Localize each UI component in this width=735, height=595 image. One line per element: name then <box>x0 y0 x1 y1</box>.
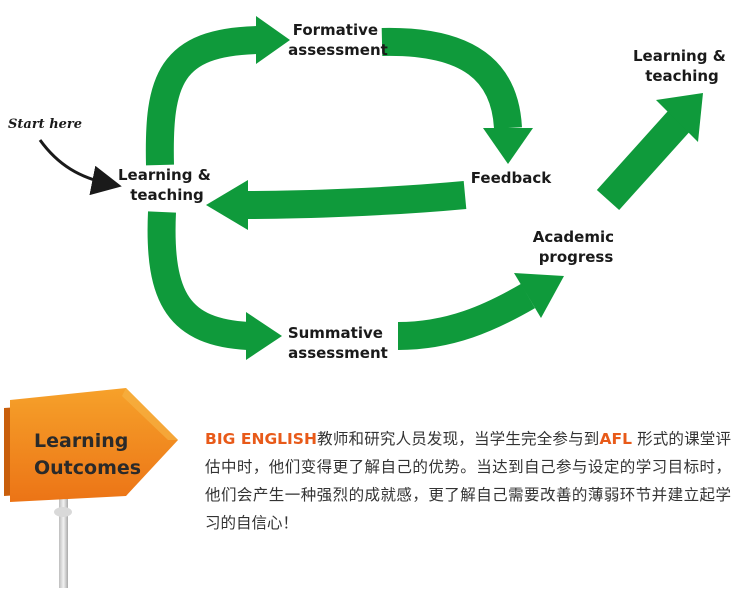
paragraph-text-2: 形式的课堂评估中时，他们变得更了解自己的优势。当达到自己参与设定的学习目标时，他… <box>205 430 731 532</box>
arrow-to-feedback <box>381 27 533 164</box>
node-academic-progress: Academic progress <box>533 228 619 266</box>
assessment-cycle-diagram: Start here Learning & teaching Formative… <box>8 16 731 362</box>
learning-outcomes-signpost: Learning Outcomes <box>4 388 178 588</box>
node-learning-teaching-left: Learning & teaching <box>118 166 216 204</box>
start-arrow-icon <box>38 139 122 196</box>
paragraph-text-1: 教师和研究人员发现，当学生完全参与到 <box>316 430 600 448</box>
learning-outcomes-paragraph: BIG ENGLISH教师和研究人员发现，当学生完全参与到AFL 形式的课堂评估… <box>205 425 731 537</box>
node-formative-assessment: Formative assessment <box>288 21 388 59</box>
sign-board <box>10 388 178 502</box>
arrow-to-formative <box>145 16 290 166</box>
arrow-to-summative <box>147 211 282 360</box>
arrow-to-academic <box>397 273 564 350</box>
arrow-to-learning-left <box>206 180 467 230</box>
arrow-to-learning-right <box>596 93 703 211</box>
sign-pole <box>59 496 68 588</box>
node-learning-teaching-right: Learning & teaching <box>633 47 731 85</box>
sign-line1: Learning <box>34 430 128 452</box>
sign-line2: Outcomes <box>34 457 141 479</box>
node-summative-assessment: Summative assessment <box>288 324 388 362</box>
node-feedback: Feedback <box>471 169 552 187</box>
start-label: Start here <box>8 117 82 132</box>
afl-term: AFL <box>599 430 632 448</box>
brand-name: BIG ENGLISH <box>205 430 317 448</box>
